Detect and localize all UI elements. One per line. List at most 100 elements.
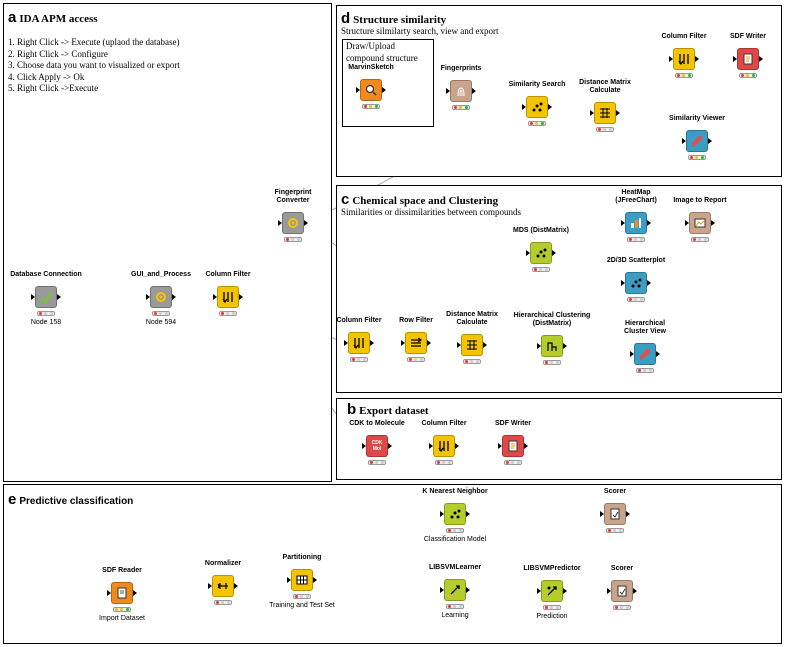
status-light <box>370 461 374 464</box>
input-port[interactable] <box>498 443 502 449</box>
input-port[interactable] <box>208 583 212 589</box>
input-port[interactable] <box>457 342 461 348</box>
input-port[interactable] <box>682 138 686 144</box>
draw-upload-box: Draw/Upload compound structure <box>342 39 434 127</box>
status-light <box>615 606 619 609</box>
node-status-traffic-light <box>407 357 425 362</box>
output-port[interactable] <box>455 443 459 449</box>
node-title-line: Similarity Search <box>508 81 566 88</box>
node-status-traffic-light <box>504 460 522 465</box>
input-port[interactable] <box>669 56 673 62</box>
output-port[interactable] <box>695 56 699 62</box>
check-icon <box>35 286 57 308</box>
input-port[interactable] <box>287 577 291 583</box>
input-port[interactable] <box>429 443 433 449</box>
input-port[interactable] <box>590 110 594 116</box>
node-title-line: Partitioning <box>282 554 322 561</box>
matrix-icon <box>594 102 616 124</box>
output-port[interactable] <box>370 340 374 346</box>
input-port[interactable] <box>685 220 689 226</box>
node-title: Similarity Search <box>509 81 566 89</box>
output-port[interactable] <box>548 104 552 110</box>
node-annotation: Classification Model <box>423 536 487 543</box>
input-port[interactable] <box>31 294 35 300</box>
input-port[interactable] <box>607 588 611 594</box>
status-light <box>49 312 53 315</box>
input-port[interactable] <box>537 343 541 349</box>
output-port[interactable] <box>524 443 528 449</box>
output-port[interactable] <box>172 294 176 300</box>
input-port[interactable] <box>440 511 444 517</box>
output-port[interactable] <box>616 110 620 116</box>
input-port[interactable] <box>537 588 541 594</box>
step-5: 5. Right Click ->Execute <box>8 83 99 93</box>
status-light <box>286 238 290 241</box>
output-port[interactable] <box>133 590 137 596</box>
node-title-line: Distance Matrix <box>446 311 498 318</box>
node-title: MarvinSketch <box>348 64 394 72</box>
input-port[interactable] <box>522 104 526 110</box>
output-port[interactable] <box>626 511 630 517</box>
input-port[interactable] <box>401 340 405 346</box>
status-light <box>216 601 220 604</box>
output-port[interactable] <box>304 220 308 226</box>
output-port[interactable] <box>656 351 660 357</box>
node-title-line: K Nearest Neighbor <box>422 488 488 495</box>
output-port[interactable] <box>466 511 470 517</box>
status-light <box>475 360 479 363</box>
step-3: 3. Choose data you want to visualized or… <box>8 60 180 70</box>
output-port[interactable] <box>427 340 431 346</box>
input-port[interactable] <box>213 294 217 300</box>
node-annotation: Learning <box>441 612 469 619</box>
input-port[interactable] <box>621 280 625 286</box>
node-status-traffic-light <box>214 600 232 605</box>
input-port[interactable] <box>600 511 604 517</box>
output-port[interactable] <box>388 443 392 449</box>
node-status-traffic-light <box>543 360 561 365</box>
output-port[interactable] <box>234 583 238 589</box>
input-port[interactable] <box>733 56 737 62</box>
status-light <box>545 606 549 609</box>
input-port[interactable] <box>278 220 282 226</box>
input-port[interactable] <box>446 88 450 94</box>
status-light <box>465 360 469 363</box>
input-port[interactable] <box>146 294 150 300</box>
output-port[interactable] <box>483 342 487 348</box>
output-port[interactable] <box>563 343 567 349</box>
status-light <box>693 238 697 241</box>
output-port[interactable] <box>57 294 61 300</box>
input-port[interactable] <box>362 443 366 449</box>
output-port[interactable] <box>466 587 470 593</box>
output-port[interactable] <box>647 220 651 226</box>
output-port[interactable] <box>563 588 567 594</box>
output-port[interactable] <box>472 88 476 94</box>
output-port[interactable] <box>552 250 556 256</box>
output-port[interactable] <box>759 56 763 62</box>
input-port[interactable] <box>344 340 348 346</box>
output-port[interactable] <box>313 577 317 583</box>
input-port[interactable] <box>630 351 634 357</box>
input-port[interactable] <box>526 250 530 256</box>
node-title-line: Fingerprint <box>274 189 312 196</box>
output-port[interactable] <box>633 588 637 594</box>
magnifier-icon <box>360 79 382 101</box>
output-port[interactable] <box>711 220 715 226</box>
node-title: LIBSVMLearner <box>429 564 481 572</box>
output-port[interactable] <box>382 87 386 93</box>
panel-e-letter: e <box>8 491 17 508</box>
node-status-traffic-light <box>152 311 170 316</box>
output-port[interactable] <box>239 294 243 300</box>
input-port[interactable] <box>107 590 111 596</box>
node-title-line: Calculate <box>589 87 621 94</box>
input-port[interactable] <box>356 87 360 93</box>
node-title-line: SDF Writer <box>494 420 532 427</box>
input-port[interactable] <box>621 220 625 226</box>
status-light <box>221 312 225 315</box>
node-title: Fingerprints <box>441 65 482 73</box>
output-port[interactable] <box>708 138 712 144</box>
input-port[interactable] <box>440 587 444 593</box>
output-port[interactable] <box>647 280 651 286</box>
